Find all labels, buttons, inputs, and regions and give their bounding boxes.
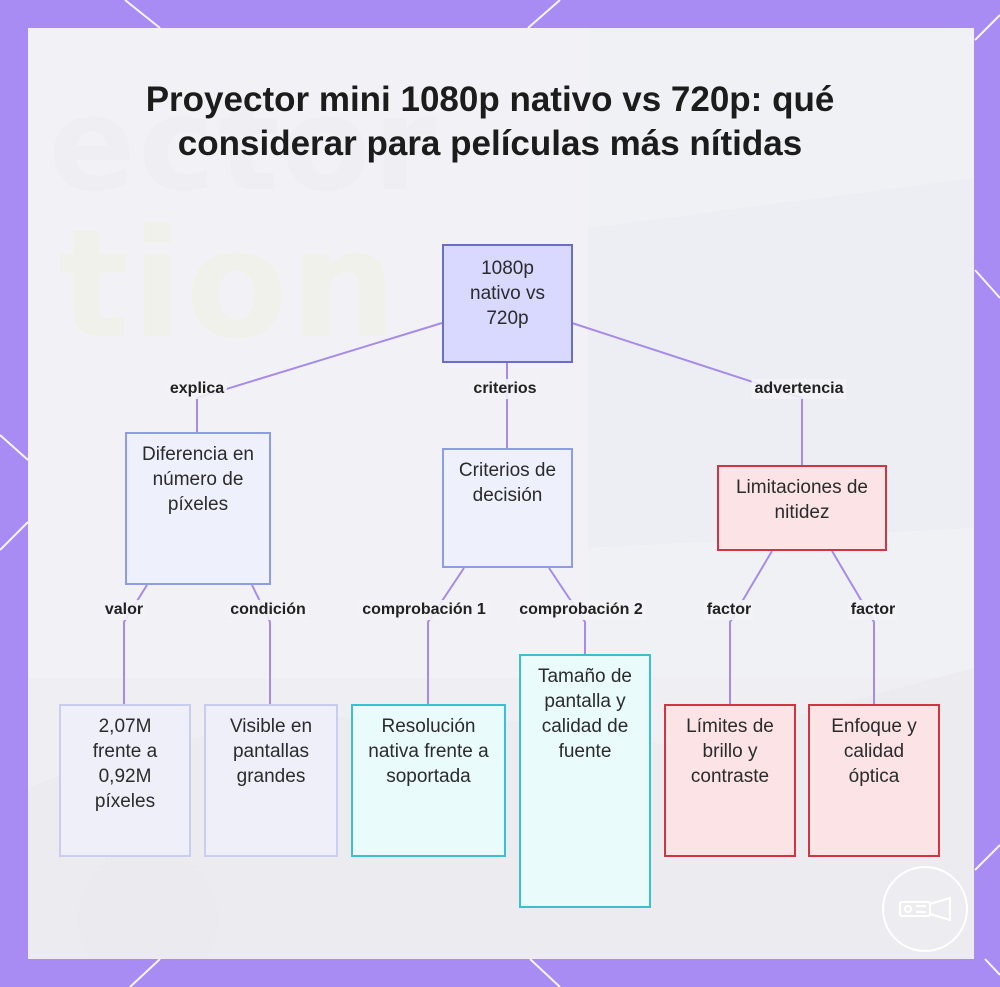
connector-factor-2 — [831, 550, 875, 704]
edge-label-comprobacion-2: comprobación 2 — [516, 600, 646, 620]
node-brillo-label: Límites de brillo y contraste — [686, 716, 774, 787]
node-brillo: Límites de brillo y contraste — [664, 704, 796, 857]
diagram-title: Proyector mini 1080p nativo vs 720p: qué… — [145, 80, 835, 163]
node-tamano-label: Tamaño de pantalla y calidad de fuente — [537, 666, 632, 762]
node-visible-label: Visible en pantallas grandes — [229, 716, 313, 787]
edge-label-factor-2: factor — [847, 600, 899, 620]
node-root-label: 1080p nativo vs 720p — [470, 258, 545, 329]
connector-condicion — [251, 584, 271, 704]
node-resolucion: Resolución nativa frente a soportada — [351, 704, 506, 857]
brand-logo — [882, 866, 968, 952]
node-criterios-label: Criterios de decisión — [458, 460, 557, 506]
connector-factor-1 — [729, 550, 773, 704]
node-pixeles: 2,07M frente a 0,92M píxeles — [59, 704, 191, 857]
node-resolucion-label: Resolución nativa frente a soportada — [368, 716, 489, 787]
node-limitaciones: Limitaciones de nitidez — [717, 465, 887, 551]
edge-label-condicion: condición — [227, 600, 309, 620]
projector-icon — [899, 896, 951, 922]
node-visible: Visible en pantallas grandes — [204, 704, 338, 857]
edge-label-comprobacion-1: comprobación 1 — [359, 600, 489, 620]
node-enfoque-label: Enfoque y calidad óptica — [831, 716, 917, 787]
node-criterios: Criterios de decisión — [442, 448, 573, 568]
connector-comprobacion-2 — [548, 567, 586, 654]
edge-label-factor-1: factor — [703, 600, 755, 620]
node-diferencia: Diferencia en número de píxeles — [125, 432, 271, 585]
edge-label-criterios: criterios — [470, 379, 540, 399]
node-root: 1080p nativo vs 720p — [442, 244, 573, 363]
connector-explica — [196, 322, 443, 432]
edge-label-advertencia: advertencia — [751, 379, 847, 399]
connector-valor — [123, 584, 148, 704]
node-limitaciones-label: Limitaciones de nitidez — [735, 477, 869, 523]
edge-label-explica: explica — [166, 379, 228, 399]
node-pixeles-label: 2,07M frente a 0,92M píxeles — [92, 716, 158, 812]
edge-label-valor: valor — [101, 600, 147, 620]
node-tamano: Tamaño de pantalla y calidad de fuente — [519, 654, 651, 908]
node-enfoque: Enfoque y calidad óptica — [808, 704, 940, 857]
connector-comprobacion-1 — [427, 567, 465, 704]
node-diferencia-label: Diferencia en número de píxeles — [142, 444, 254, 515]
